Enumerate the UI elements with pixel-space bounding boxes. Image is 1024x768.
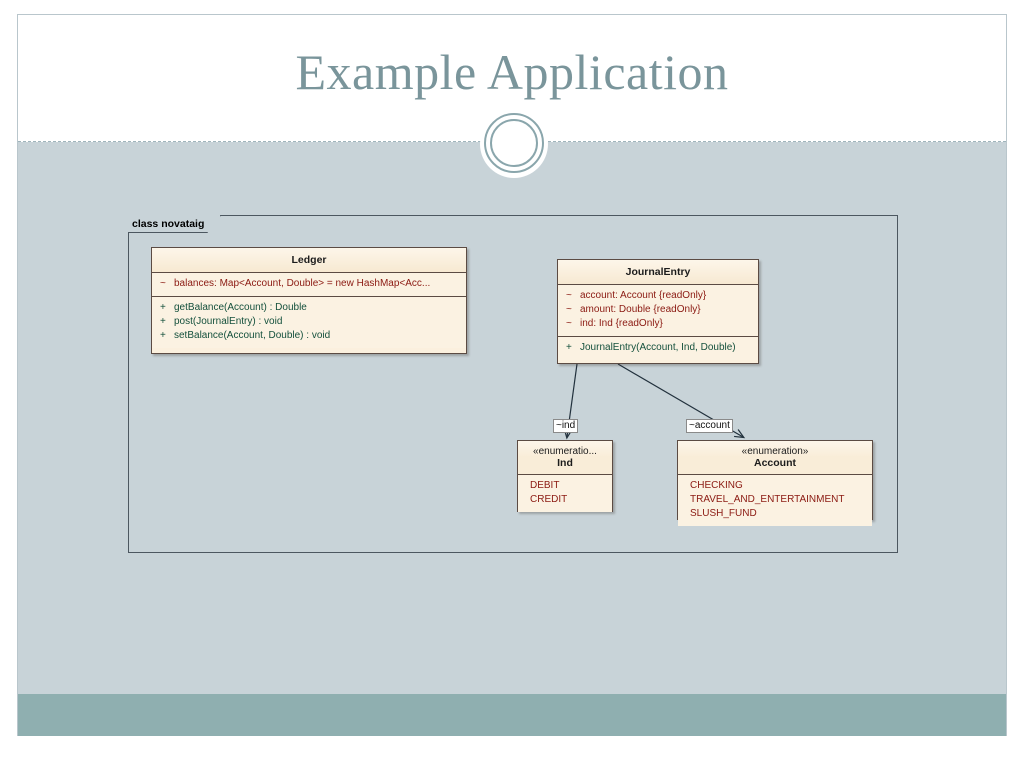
uml-diagram-frame — [128, 215, 898, 553]
attribute-text: ind: Ind {readOnly} — [580, 318, 663, 329]
divider — [518, 474, 612, 475]
visibility-marker: ~ — [160, 278, 166, 289]
operation-text: post(JournalEntry) : void — [174, 316, 283, 327]
uml-operations-journalentry: + JournalEntry(Account, Ind, Double) — [558, 337, 758, 360]
uml-class-name-account: Account — [678, 457, 872, 474]
divider — [152, 272, 466, 273]
uml-attribute-row: ~ balances: Map<Account, Double> = new Ha… — [154, 277, 464, 291]
uml-class-name-ind: Ind — [518, 457, 612, 474]
uml-class-ledger[interactable]: Ledger ~ balances: Map<Account, Double> =… — [151, 247, 467, 354]
circle-decoration-inner-ring — [490, 119, 538, 167]
visibility-marker: + — [160, 316, 166, 327]
visibility-marker: + — [566, 342, 572, 353]
attribute-text: balances: Map<Account, Double> = new Has… — [174, 278, 431, 289]
attribute-text: account: Account {readOnly} — [580, 290, 707, 301]
divider — [152, 296, 466, 297]
uml-attribute-row: ~ account: Account {readOnly} — [560, 289, 756, 303]
uml-attributes-ledger: ~ balances: Map<Account, Double> = new Ha… — [152, 273, 466, 296]
operation-text: setBalance(Account, Double) : void — [174, 330, 331, 341]
circle-decoration-outer-ring — [484, 113, 544, 173]
visibility-marker: ~ — [566, 318, 572, 329]
divider — [678, 474, 872, 475]
uml-operation-row: + JournalEntry(Account, Ind, Double) — [560, 341, 756, 355]
association-label-account: ~account — [686, 419, 733, 433]
uml-stereotype-ind: «enumeratio... — [518, 441, 612, 457]
operation-text: JournalEntry(Account, Ind, Double) — [580, 342, 736, 353]
uml-operation-row: + post(JournalEntry) : void — [154, 315, 464, 329]
uml-frame-label: class novataig — [128, 215, 221, 233]
uml-literal-row: CHECKING — [690, 480, 743, 491]
uml-literals-account: CHECKING TRAVEL_AND_ENTERTAINMENT SLUSH_… — [678, 475, 872, 526]
uml-class-name-journalentry: JournalEntry — [558, 260, 758, 284]
uml-attributes-journalentry: ~ account: Account {readOnly} ~ amount: Do… — [558, 285, 758, 336]
uml-literal-row: CREDIT — [530, 494, 568, 505]
uml-operation-row: + setBalance(Account, Double) : void — [154, 329, 464, 343]
uml-stereotype-account: «enumeration» — [678, 441, 872, 457]
page-title: Example Application — [295, 44, 729, 100]
visibility-marker: + — [160, 302, 166, 313]
uml-enum-account[interactable]: «enumeration» Account CHECKING TRAVEL_AN… — [677, 440, 873, 526]
divider — [558, 336, 758, 337]
visibility-marker: ~ — [566, 304, 572, 315]
uml-operation-row: + getBalance(Account) : Double — [154, 301, 464, 315]
uml-class-name-ledger: Ledger — [152, 248, 466, 272]
operation-text: getBalance(Account) : Double — [174, 302, 307, 313]
slide-footer-bar — [18, 694, 1006, 736]
visibility-marker: ~ — [566, 290, 572, 301]
attribute-text: amount: Double {readOnly} — [580, 304, 701, 315]
divider — [558, 284, 758, 285]
uml-literal-row: DEBIT — [530, 480, 560, 491]
uml-operations-ledger: + getBalance(Account) : Double + post(Jour… — [152, 297, 466, 348]
association-label-ind: ~ind — [553, 419, 579, 433]
uml-attribute-row: ~ amount: Double {readOnly} — [560, 303, 756, 317]
uml-literal-row: TRAVEL_AND_ENTERTAINMENT — [690, 494, 845, 505]
uml-class-journalentry[interactable]: JournalEntry ~ account: Account {readOnly… — [557, 259, 759, 364]
uml-literal-row: SLUSH_FUND — [690, 508, 757, 519]
uml-attribute-row: ~ ind: Ind {readOnly} — [560, 317, 756, 331]
uml-enum-ind[interactable]: «enumeratio... Ind DEBIT CREDIT — [517, 440, 613, 512]
visibility-marker: + — [160, 330, 166, 341]
slide-body — [18, 142, 1006, 694]
uml-literals-ind: DEBIT CREDIT — [518, 475, 612, 512]
